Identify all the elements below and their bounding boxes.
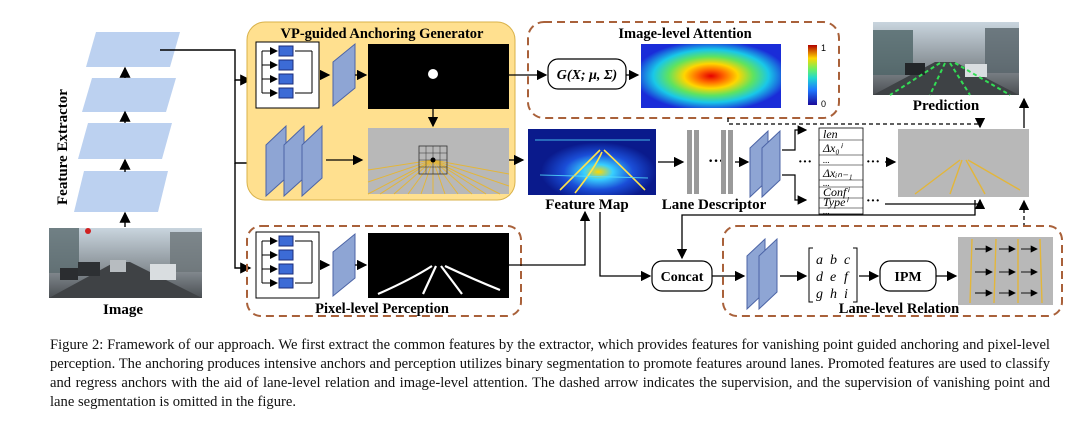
- input-image: [49, 228, 202, 298]
- field-type: Typeⁱ: [823, 195, 849, 209]
- attention-heatmap: [641, 44, 781, 108]
- image-attention-title: Image-level Attention: [618, 26, 751, 42]
- field-conf: Confⁱ: [823, 185, 850, 199]
- concat-label: Concat: [661, 270, 704, 285]
- feature-layer-4: [74, 171, 168, 212]
- svg-text:b: b: [830, 253, 837, 268]
- svg-text:a: a: [816, 253, 823, 268]
- relation-matrix: a b c d e f g h i: [808, 247, 858, 303]
- feature-layer-2: [82, 78, 176, 112]
- svg-text:h: h: [830, 287, 837, 302]
- vp-generator-title: VP-guided Anchoring Generator: [281, 26, 485, 42]
- svg-text:i: i: [844, 287, 848, 302]
- svg-text:d: d: [816, 270, 824, 285]
- gaussian-formula: G(X; μ, Σ): [557, 68, 617, 83]
- lane-descriptor: ··· ···: [687, 125, 812, 205]
- feature-extractor-label: Feature Extractor: [55, 89, 71, 205]
- feature-layer-1: [86, 32, 180, 67]
- prediction-image: [873, 22, 1019, 96]
- svg-text:e: e: [830, 270, 836, 285]
- field-dx0: Δx₀ⁱ: [822, 141, 844, 155]
- feature-extractor: Feature Extractor: [55, 32, 180, 227]
- svg-text:···: ···: [866, 194, 880, 209]
- prediction-label: Prediction: [913, 98, 980, 114]
- colorbar-max: 1: [821, 43, 826, 53]
- field-dxn: Δxᵢₙ₋₁: [822, 166, 853, 180]
- colorbar-min: 0: [821, 99, 826, 109]
- field-dots-3: ...: [823, 206, 830, 216]
- svg-text:g: g: [816, 287, 823, 302]
- feature-map: [528, 129, 656, 195]
- framework-diagram: Feature Extractor Image VP-guided Anchor…: [49, 21, 1063, 318]
- svg-text:···: ···: [798, 155, 812, 170]
- feature-layer-3: [78, 123, 172, 159]
- field-len: len: [823, 127, 838, 141]
- lane-output-image: [898, 129, 1029, 197]
- pixel-level-perception: Pixel-level Perception: [246, 225, 522, 317]
- lane-level-relation: a b c d e f g h i IPM: [722, 225, 1063, 317]
- image-level-attention: Image-level Attention G(X; μ, Σ) 1 0: [509, 21, 840, 119]
- svg-text:···: ···: [708, 153, 724, 170]
- feature-map-label: Feature Map: [545, 197, 628, 213]
- ipm-label: IPM: [894, 270, 921, 285]
- vp-anchoring-generator: VP-guided Anchoring Generator: [246, 21, 516, 201]
- svg-text:f: f: [844, 270, 850, 285]
- field-dots-1: ...: [823, 155, 830, 165]
- pixel-perception-title: Pixel-level Perception: [315, 301, 449, 317]
- lane-descriptor-label: Lane Descriptor: [662, 197, 767, 213]
- lane-relation-title: Lane-level Relation: [839, 301, 959, 317]
- figure-caption: Figure 2: Framework of our approach. We …: [50, 337, 1050, 410]
- svg-text:c: c: [844, 253, 851, 268]
- descriptor-fields: len Δx₀ⁱ ... Δxᵢₙ₋₁ ... Confⁱ Typeⁱ ...: [818, 127, 864, 216]
- image-label: Image: [103, 302, 143, 318]
- attention-colorbar: [808, 45, 817, 105]
- svg-text:···: ···: [866, 155, 880, 170]
- field-dots-2: ...: [823, 178, 830, 188]
